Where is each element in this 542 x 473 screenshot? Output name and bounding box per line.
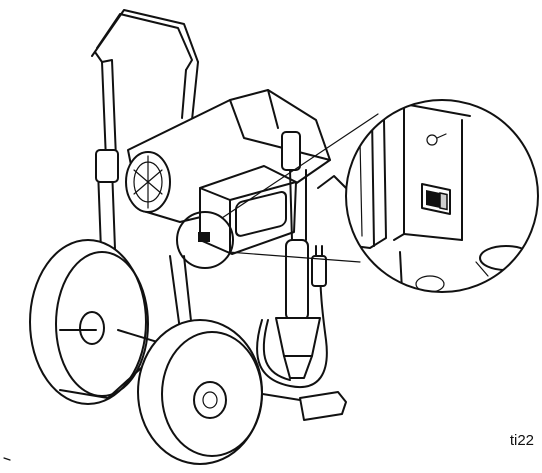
- figure-id-label: ti22: [509, 432, 534, 449]
- callout-small-circle: [176, 211, 234, 269]
- callout-leader-bottom: [227, 251, 361, 263]
- power-switch-small: [198, 232, 210, 242]
- callout-circle: [345, 99, 539, 293]
- ground-mark: [3, 457, 11, 461]
- pump-icon: [275, 131, 347, 379]
- power-switch-icon: [421, 183, 451, 215]
- callout-leader-top: [221, 113, 379, 219]
- power-cord-icon: [256, 245, 328, 389]
- wheel-icon: [29, 239, 149, 405]
- wheel-icon: [137, 319, 263, 465]
